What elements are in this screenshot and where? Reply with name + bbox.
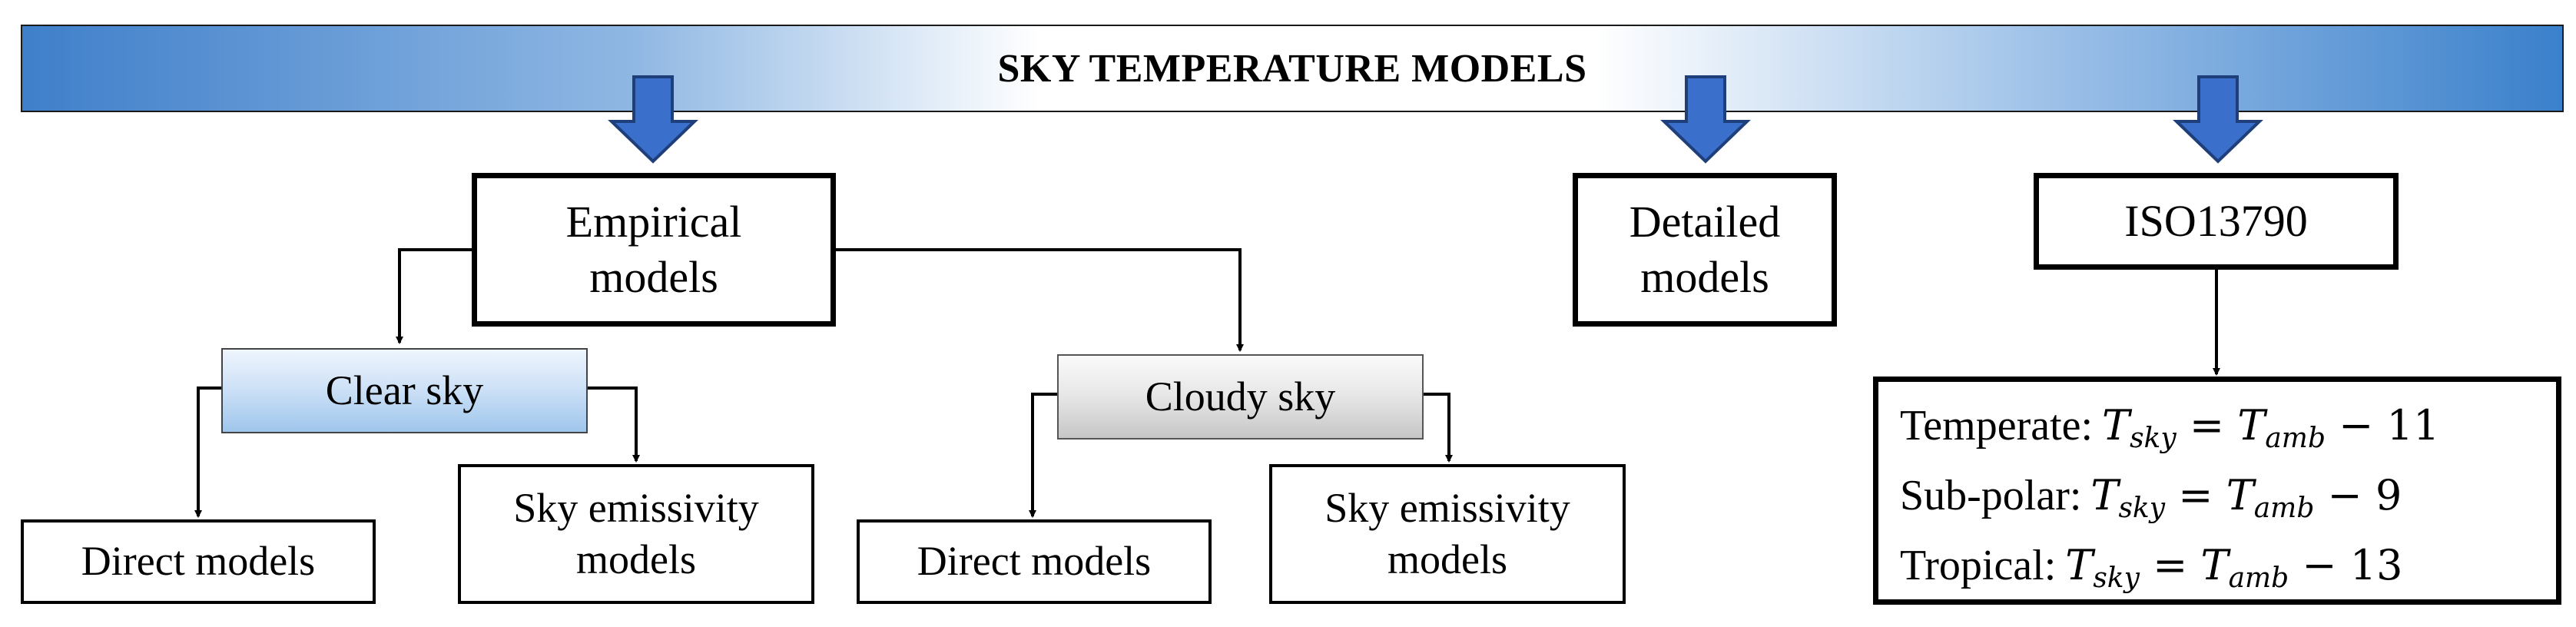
clear-direct-models-box: Direct models: [21, 519, 376, 604]
empirical-models-box: Empirical models: [472, 173, 836, 327]
block-arrow-detailed: [1660, 75, 1751, 164]
empirical-models-label-2: models: [589, 252, 718, 302]
cloudy-sky-emissivity-label-2: models: [1387, 536, 1507, 582]
detailed-models-box: Detailed models: [1573, 173, 1837, 327]
clear-sky-label: Clear sky: [325, 367, 484, 413]
clear-sky-emissivity-label-2: models: [576, 536, 696, 582]
detailed-models-label-1: Detailed: [1629, 196, 1781, 247]
clear-direct-models-label: Direct models: [81, 538, 316, 585]
equation-tropical-label: Tropical:: [1900, 542, 2057, 589]
cloudy-sky-box: Cloudy sky: [1057, 354, 1424, 440]
connector-clear-emissivity: [588, 386, 640, 463]
cloudy-direct-models-box: Direct models: [857, 519, 1212, 604]
block-arrow-iso: [2173, 75, 2263, 164]
connector-empirical-cloudy: [836, 248, 1244, 352]
diagram-title: SKY TEMPERATURE MODELS: [997, 46, 1587, 91]
iso13790-label: ISO13790: [2124, 195, 2308, 246]
clear-sky-emissivity-label-1: Sky emissivity: [513, 484, 759, 531]
equation-sub-polar-label: Sub-polar:: [1900, 472, 2082, 519]
cloudy-sky-label: Cloudy sky: [1145, 373, 1336, 420]
equation-tropical: Tropical:Tsky = Tamb − 13: [1900, 537, 2556, 607]
empirical-models-label-1: Empirical: [565, 196, 742, 247]
connector-empirical-clear: [396, 248, 472, 344]
connector-clear-direct: [194, 386, 221, 518]
equation-temperate-formula: Tsky = Tamb − 11: [2102, 401, 2440, 454]
iso13790-equations-box: Temperate:Tsky = Tamb − 11 Sub-polar:Tsk…: [1873, 377, 2561, 605]
clear-sky-box: Clear sky: [221, 348, 588, 433]
equation-temperate: Temperate:Tsky = Tamb − 11: [1900, 397, 2556, 467]
connector-cloudy-direct: [1029, 393, 1057, 518]
cloudy-sky-emissivity-label-1: Sky emissivity: [1324, 484, 1570, 531]
block-arrow-empirical: [608, 75, 698, 164]
iso13790-box: ISO13790: [2034, 173, 2399, 270]
cloudy-sky-emissivity-box: Sky emissivity models: [1269, 464, 1626, 604]
clear-sky-emissivity-box: Sky emissivity models: [458, 464, 814, 604]
equation-sub-polar: Sub-polar:Tsky = Tamb − 9: [1900, 467, 2556, 537]
detailed-models-label-2: models: [1640, 252, 1769, 302]
cloudy-direct-models-label: Direct models: [917, 538, 1152, 585]
equation-sub-polar-formula: Tsky = Tamb − 9: [2090, 471, 2402, 524]
equation-temperate-label: Temperate:: [1900, 402, 2094, 450]
connector-cloudy-emissivity: [1424, 393, 1453, 463]
title-banner: [21, 25, 2564, 112]
equation-tropical-formula: Tsky = Tamb − 13: [2065, 541, 2403, 594]
